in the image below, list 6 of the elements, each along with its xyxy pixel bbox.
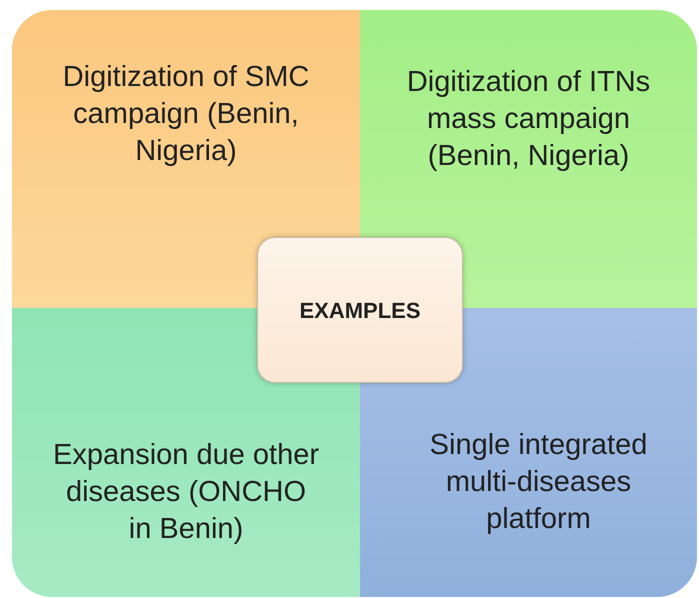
center-label: EXAMPLES bbox=[299, 296, 421, 324]
quadrant-text: Single integrated multi-diseases platform bbox=[428, 428, 648, 537]
quadrant-text: Digitization of ITNs mass campaign (Benin, Nigeria) bbox=[406, 64, 652, 174]
center-box bbox=[257, 237, 463, 383]
quadrant-text: Expansion due other diseases (ONCHO in Benin) bbox=[52, 438, 320, 547]
quadrant-text: Digitization of SMC campaign (Benin, Nigeria) bbox=[62, 60, 310, 168]
